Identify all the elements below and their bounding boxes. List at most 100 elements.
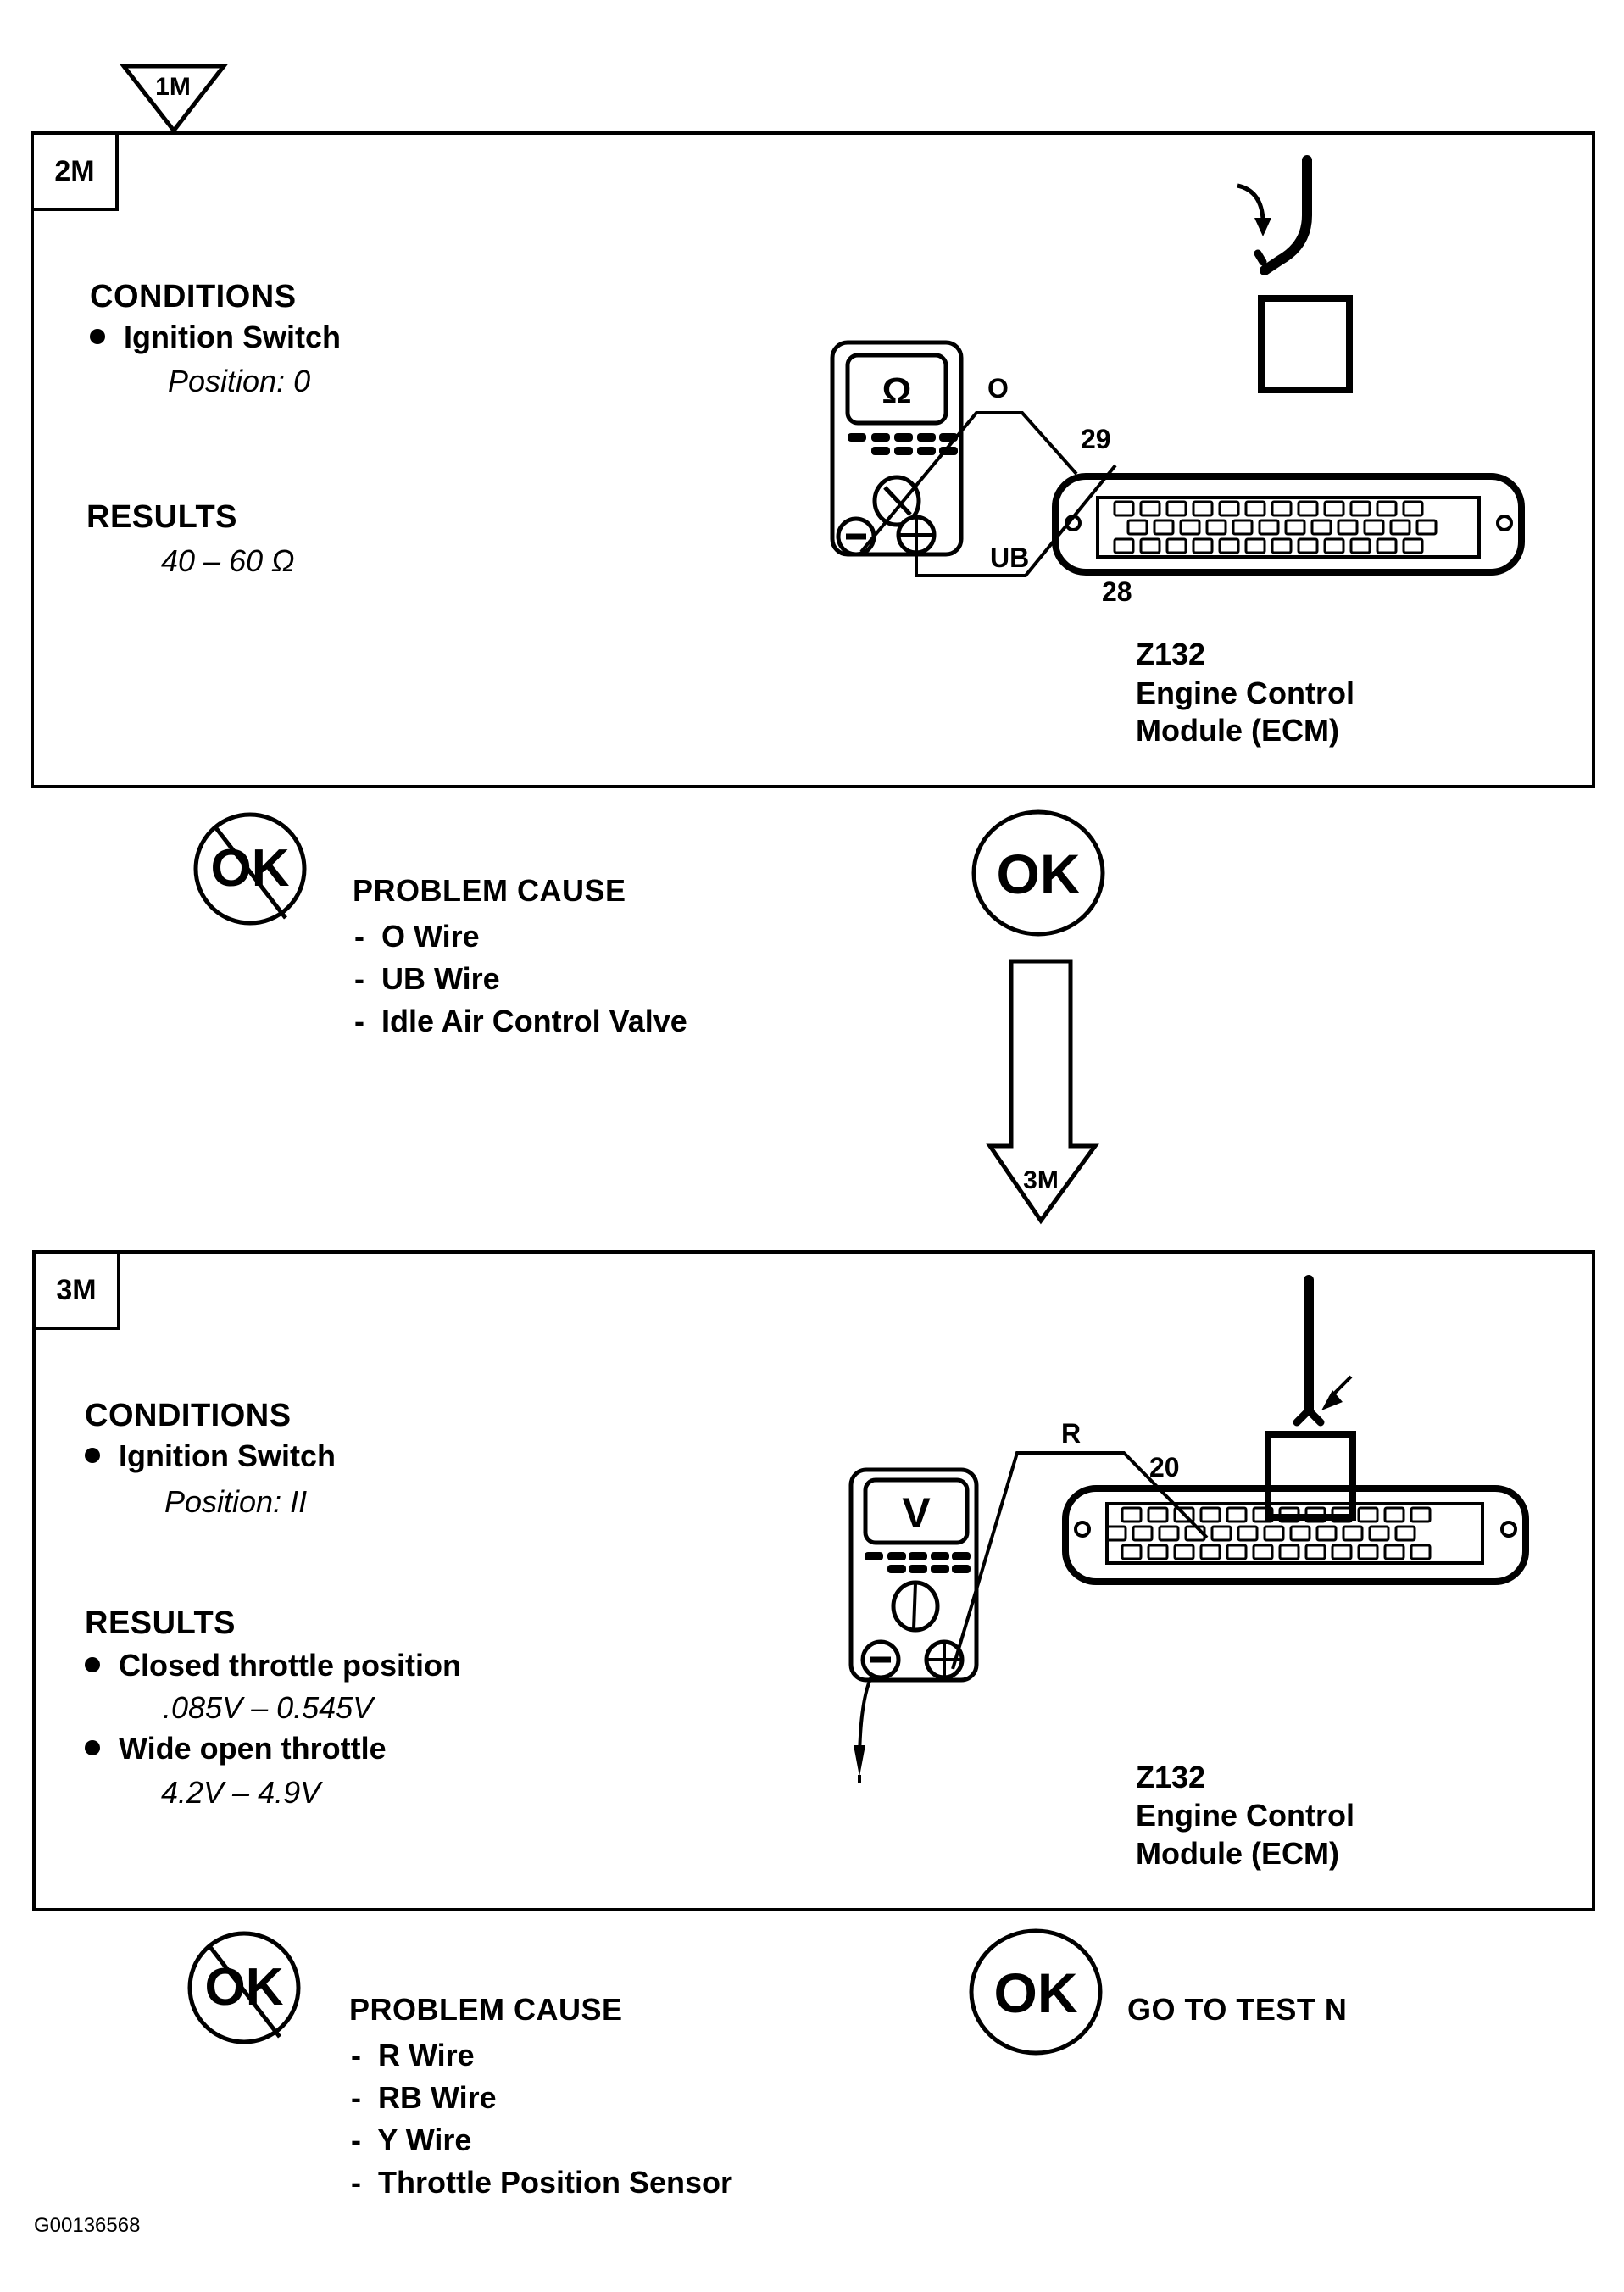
connector-pin — [1126, 519, 1148, 536]
problem-cause-item: - Throttle Position Sensor — [351, 2165, 733, 2200]
connector-pin — [1192, 537, 1214, 554]
not-ok-label: OK — [211, 839, 290, 898]
condition-item: Ignition Switch — [85, 1438, 336, 1474]
problem-cause-item: - O Wire — [354, 919, 480, 954]
ok-icon: OK — [971, 809, 1105, 937]
connector-pin — [1349, 537, 1371, 554]
connector-pin — [1357, 1544, 1379, 1560]
results-heading: RESULTS — [86, 499, 238, 535]
connector-pin — [1410, 1506, 1432, 1523]
connector-pin — [1192, 500, 1214, 517]
ecm-connector-icon — [1052, 473, 1525, 576]
connector-pin — [1349, 500, 1371, 517]
problem-cause-item: - UB Wire — [354, 961, 500, 996]
connector-pin — [1331, 1506, 1353, 1523]
connector-pin — [1147, 1544, 1169, 1560]
connector-pin — [1258, 519, 1280, 536]
connector-pin — [1105, 1525, 1127, 1542]
entry-marker-label: 1M — [155, 73, 191, 101]
connector-pin — [1121, 1506, 1143, 1523]
connector-pin — [1210, 1525, 1232, 1542]
connector-pin — [1389, 519, 1411, 536]
connector-pin — [1376, 500, 1398, 517]
connector-pin — [1237, 1525, 1259, 1542]
connector-pin — [1368, 1525, 1390, 1542]
result-value: .085V – 0.545V — [163, 1690, 374, 1725]
result-value: 40 – 60 Ω — [161, 543, 295, 578]
connector-pin — [1410, 1544, 1432, 1560]
harness-connector-icon — [1237, 155, 1353, 393]
connector-pin — [1173, 1544, 1195, 1560]
connector-pin — [1278, 1544, 1300, 1560]
result-item: Closed throttle position — [85, 1648, 461, 1683]
connector-pin — [1113, 500, 1135, 517]
result-value: 4.2V – 4.9V — [161, 1775, 321, 1810]
connector-pin — [1252, 1544, 1274, 1560]
connector-pin — [1244, 500, 1266, 517]
bullet-icon — [90, 329, 105, 345]
connector-pin — [1342, 1525, 1364, 1542]
problem-cause-list: - O Wire - UB Wire - Idle Air Control Va… — [354, 915, 687, 1043]
connector-pin — [1284, 519, 1306, 536]
not-ok-label: OK — [205, 1958, 284, 2017]
connector-pin — [1139, 500, 1161, 517]
not-ok-icon: OK — [193, 812, 307, 926]
connector-pin — [1271, 537, 1293, 554]
connector-pin — [1218, 500, 1240, 517]
ground-icon — [854, 1745, 865, 1783]
figure-id: G00136568 — [34, 2214, 141, 2237]
results-heading: RESULTS — [85, 1605, 236, 1641]
connector-pin — [1304, 1544, 1326, 1560]
ecm-connector-icon — [1062, 1485, 1529, 1585]
connector-pin — [1263, 1525, 1285, 1542]
connector-pin — [1244, 537, 1266, 554]
connector-pin — [1199, 1544, 1221, 1560]
connector-pin — [1226, 1506, 1248, 1523]
problem-cause-heading: PROBLEM CAUSE — [353, 873, 626, 908]
connector-pin — [1323, 500, 1345, 517]
pin-label-29: 29 — [1081, 424, 1111, 454]
ok-label: OK — [997, 843, 1081, 905]
problem-cause-list: - R Wire - RB Wire - Y Wire - Throttle P… — [351, 2034, 732, 2204]
connector-pin — [1363, 519, 1385, 536]
connector-pin — [1310, 519, 1332, 536]
connector-pin — [1383, 1544, 1405, 1560]
connector-pin — [1323, 537, 1345, 554]
component-id: Z132 — [1136, 1760, 1206, 1794]
step-tag-3m: 3M — [36, 1254, 120, 1330]
conditions-heading: CONDITIONS — [90, 279, 297, 314]
result-item: Wide open throttle — [85, 1731, 387, 1766]
result-label: Closed throttle position — [119, 1648, 461, 1683]
connector-pin — [1271, 500, 1293, 517]
wire-label-r: R — [1061, 1418, 1081, 1449]
component-name-line1: Engine Control — [1136, 676, 1354, 710]
bullet-icon — [85, 1740, 100, 1756]
condition-detail: Position: II — [164, 1484, 308, 1519]
entry-marker-1m: 1M — [119, 64, 229, 135]
wire-label-o: O — [987, 373, 1009, 403]
connector-pin — [1297, 537, 1319, 554]
problem-cause-item: - Y Wire — [351, 2122, 472, 2157]
next-marker-label: 3M — [1023, 1166, 1059, 1194]
component-name-line1: Engine Control — [1136, 1798, 1354, 1833]
connector-pin — [1402, 500, 1424, 517]
ecm-resistance-test-diagram: Ω O UB 29 28 — [830, 155, 1525, 607]
connector-pin — [1226, 1544, 1248, 1560]
connector-pin — [1147, 1506, 1169, 1523]
condition-detail: Position: 0 — [168, 364, 311, 398]
connector-pin — [1315, 1525, 1338, 1542]
connector-pin — [1289, 1525, 1311, 1542]
connector-pin — [1232, 519, 1254, 536]
connector-pin — [1402, 537, 1424, 554]
connector-pin — [1297, 500, 1319, 517]
component-name-line2: Module (ECM) — [1136, 713, 1339, 748]
wire-label-ub: UB — [990, 542, 1029, 573]
connector-pin — [1394, 1525, 1416, 1542]
flow-arrow-to-3m: 3M — [986, 959, 1099, 1225]
condition-item-label: Ignition Switch — [119, 1438, 336, 1473]
component-name-line2: Module (ECM) — [1136, 1836, 1339, 1871]
not-ok-icon: OK — [187, 1931, 301, 2044]
connector-pin — [1278, 1506, 1300, 1523]
step-tag-2m: 2M — [34, 135, 119, 211]
connector-pin — [1113, 537, 1135, 554]
